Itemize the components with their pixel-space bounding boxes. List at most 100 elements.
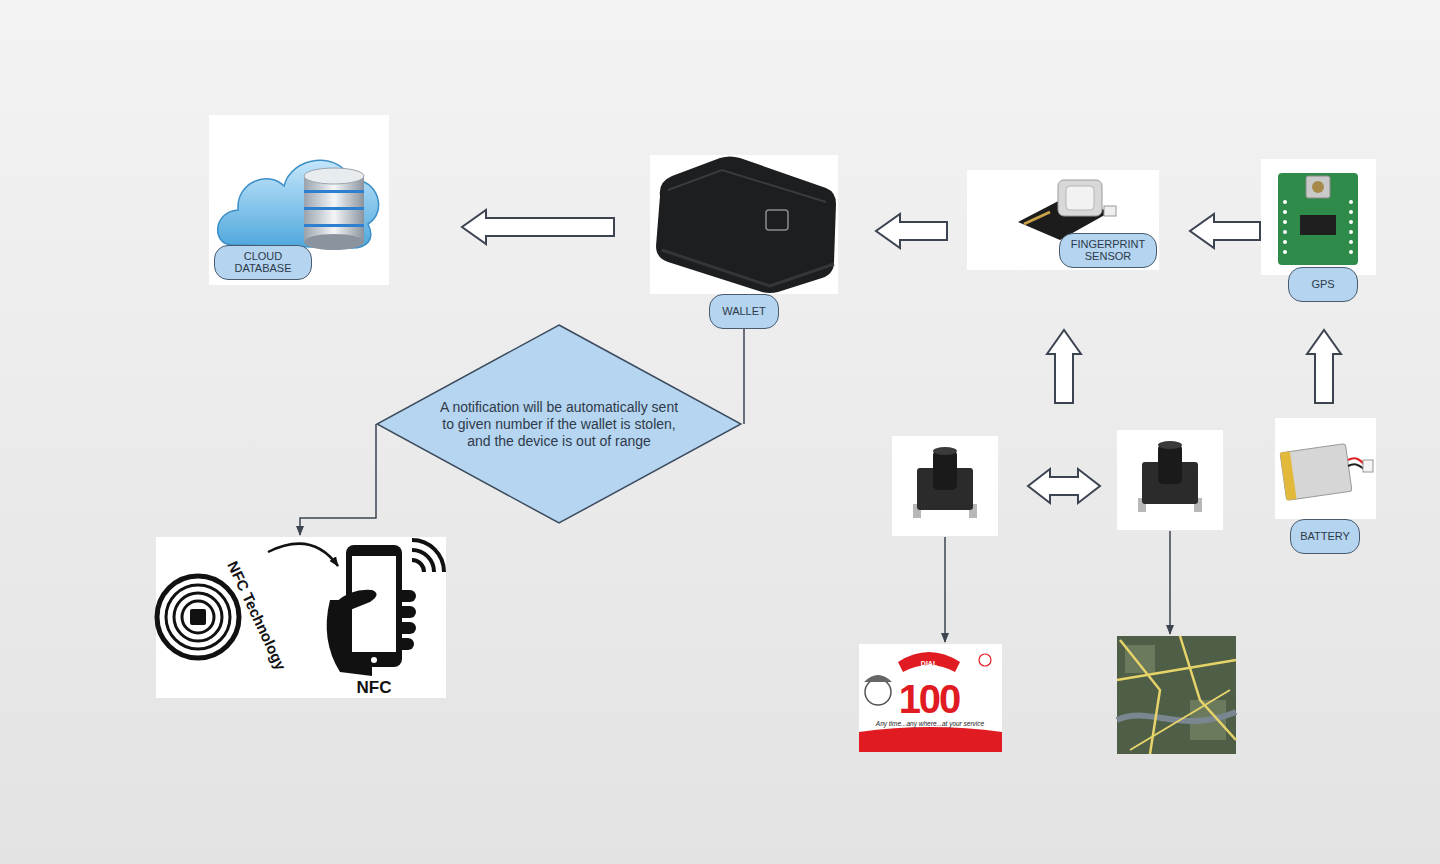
push-button-image-part — [933, 447, 957, 455]
gps-module-image-part — [1349, 240, 1353, 244]
map-image-part — [1120, 640, 1160, 754]
wallet-image — [650, 155, 838, 294]
gps-module-image-part — [1349, 250, 1353, 254]
emergency-dial-image-part — [864, 675, 892, 682]
block-arrow — [1190, 214, 1260, 248]
nfc-image-part — [412, 550, 434, 572]
battery-image-part — [1275, 418, 1376, 519]
fingerprint-sensor-image-part — [1104, 206, 1116, 216]
battery-image-part-part — [1280, 451, 1297, 500]
component-label: BATTERY — [1300, 530, 1350, 542]
label-pill: CLOUD DATABASE — [214, 245, 312, 280]
component-group: WALLET — [650, 155, 838, 329]
nfc-image-part — [396, 622, 416, 634]
decision-text: A notification will be automatically sen… — [439, 399, 679, 450]
battery-image-part — [1348, 458, 1364, 464]
push-button-image-part — [1158, 441, 1182, 449]
component-label: WALLET — [722, 305, 766, 317]
wallet-image-part — [650, 155, 838, 294]
gps-module-image-part — [1312, 181, 1324, 193]
emergency-dial-image-part — [898, 652, 960, 672]
nfc-image-part — [157, 576, 239, 658]
gps-module-image-part — [1261, 159, 1376, 275]
fingerprint-sensor-image-part — [967, 170, 1159, 270]
gps-module-image-part — [1349, 220, 1353, 224]
component-group: GPS — [1261, 159, 1376, 302]
nfc-image-part — [396, 590, 416, 602]
cloud-database-image-part — [304, 168, 364, 184]
gps-module-image-part — [1349, 200, 1353, 204]
push-button-image-part — [892, 436, 998, 536]
map-image-part — [1117, 636, 1236, 754]
cloud-database-image-part — [304, 190, 364, 193]
label-pill: WALLET — [709, 294, 779, 329]
gps-module-image-part — [1283, 220, 1287, 224]
push-button-image-part — [1158, 444, 1182, 484]
nfc-image-part — [190, 609, 206, 625]
emergency-dial-image-part — [859, 727, 1002, 752]
emergency-dial-image-part — [979, 654, 991, 666]
gps-module-image-part — [1306, 176, 1330, 198]
nfc-image-part — [268, 544, 338, 566]
nfc-image-part — [396, 638, 414, 650]
signal-lines-part — [944, 537, 946, 642]
push-button-image — [1117, 430, 1223, 530]
battery-image-part-part — [1280, 444, 1352, 501]
component-group: FINGERPRINT SENSOR — [967, 170, 1159, 270]
wallet-image-part — [766, 210, 788, 230]
cloud-database-image-part — [209, 115, 389, 285]
gps-module-image-part — [1283, 240, 1287, 244]
cloud-database-image-part — [218, 160, 379, 248]
push-button-image — [892, 436, 998, 536]
component-label: GPS — [1311, 278, 1334, 290]
label-pill: BATTERY — [1290, 519, 1360, 554]
nfc-image-part — [336, 590, 377, 614]
cloud-database-image-part — [304, 234, 364, 250]
component-label: CLOUD DATABASE — [223, 250, 303, 274]
battery-image-part — [1280, 444, 1352, 501]
cloud-database-image — [209, 115, 389, 285]
nfc-image — [156, 537, 446, 698]
component-label: FINGERPRINT SENSOR — [1068, 238, 1148, 262]
block-arrow — [1307, 330, 1341, 403]
signal-lines-part — [1047, 330, 1081, 403]
map-image — [1117, 636, 1236, 754]
component-group: BATTERY — [1275, 418, 1376, 554]
nfc-image-part — [396, 606, 416, 618]
signal-lines-part — [1169, 531, 1171, 634]
nfc-image-part — [182, 601, 214, 633]
signal-lines — [945, 330, 1170, 642]
gps-module-image-part — [1349, 230, 1353, 234]
gps-module-image-part — [1283, 230, 1287, 234]
decision-diamond: A notification will be automatically sen… — [376, 324, 742, 524]
gps-module-image-part — [1283, 250, 1287, 254]
gps-module-image-part — [1283, 210, 1287, 214]
wallet-image-part — [662, 250, 834, 286]
gps-module-image-part — [1349, 210, 1353, 214]
label-pill: FINGERPRINT SENSOR — [1059, 233, 1157, 268]
gps-module-image — [1261, 159, 1376, 275]
fingerprint-sensor-image-part — [1066, 186, 1094, 210]
nfc-image-part — [174, 593, 222, 641]
battery-image-part — [1348, 464, 1364, 469]
nfc-image-part — [412, 540, 444, 572]
fingerprint-sensor-image-part — [1024, 212, 1050, 224]
nfc-image-part — [156, 537, 446, 698]
push-button-image-part — [1117, 430, 1223, 530]
label-pill: GPS — [1288, 267, 1358, 302]
gps-module-image-part — [1300, 215, 1336, 235]
wallet-image-part — [656, 157, 836, 294]
battery-image-part — [1363, 460, 1373, 472]
emergency-dial-image-part — [859, 644, 1002, 752]
fingerprint-sensor-image — [967, 170, 1159, 270]
emergency-number: 100 — [899, 677, 960, 722]
component-group: CLOUD DATABASE — [209, 115, 389, 285]
dial-caption: DIAL — [921, 660, 937, 667]
fingerprint-sensor-image-part — [1058, 180, 1102, 216]
map-image-part — [1130, 690, 1230, 750]
diamond-text-block: A notification will be automatically sen… — [439, 399, 679, 450]
alert-line — [300, 424, 376, 535]
cloud-database-image-part — [304, 207, 364, 210]
nfc-image-part — [412, 560, 424, 572]
